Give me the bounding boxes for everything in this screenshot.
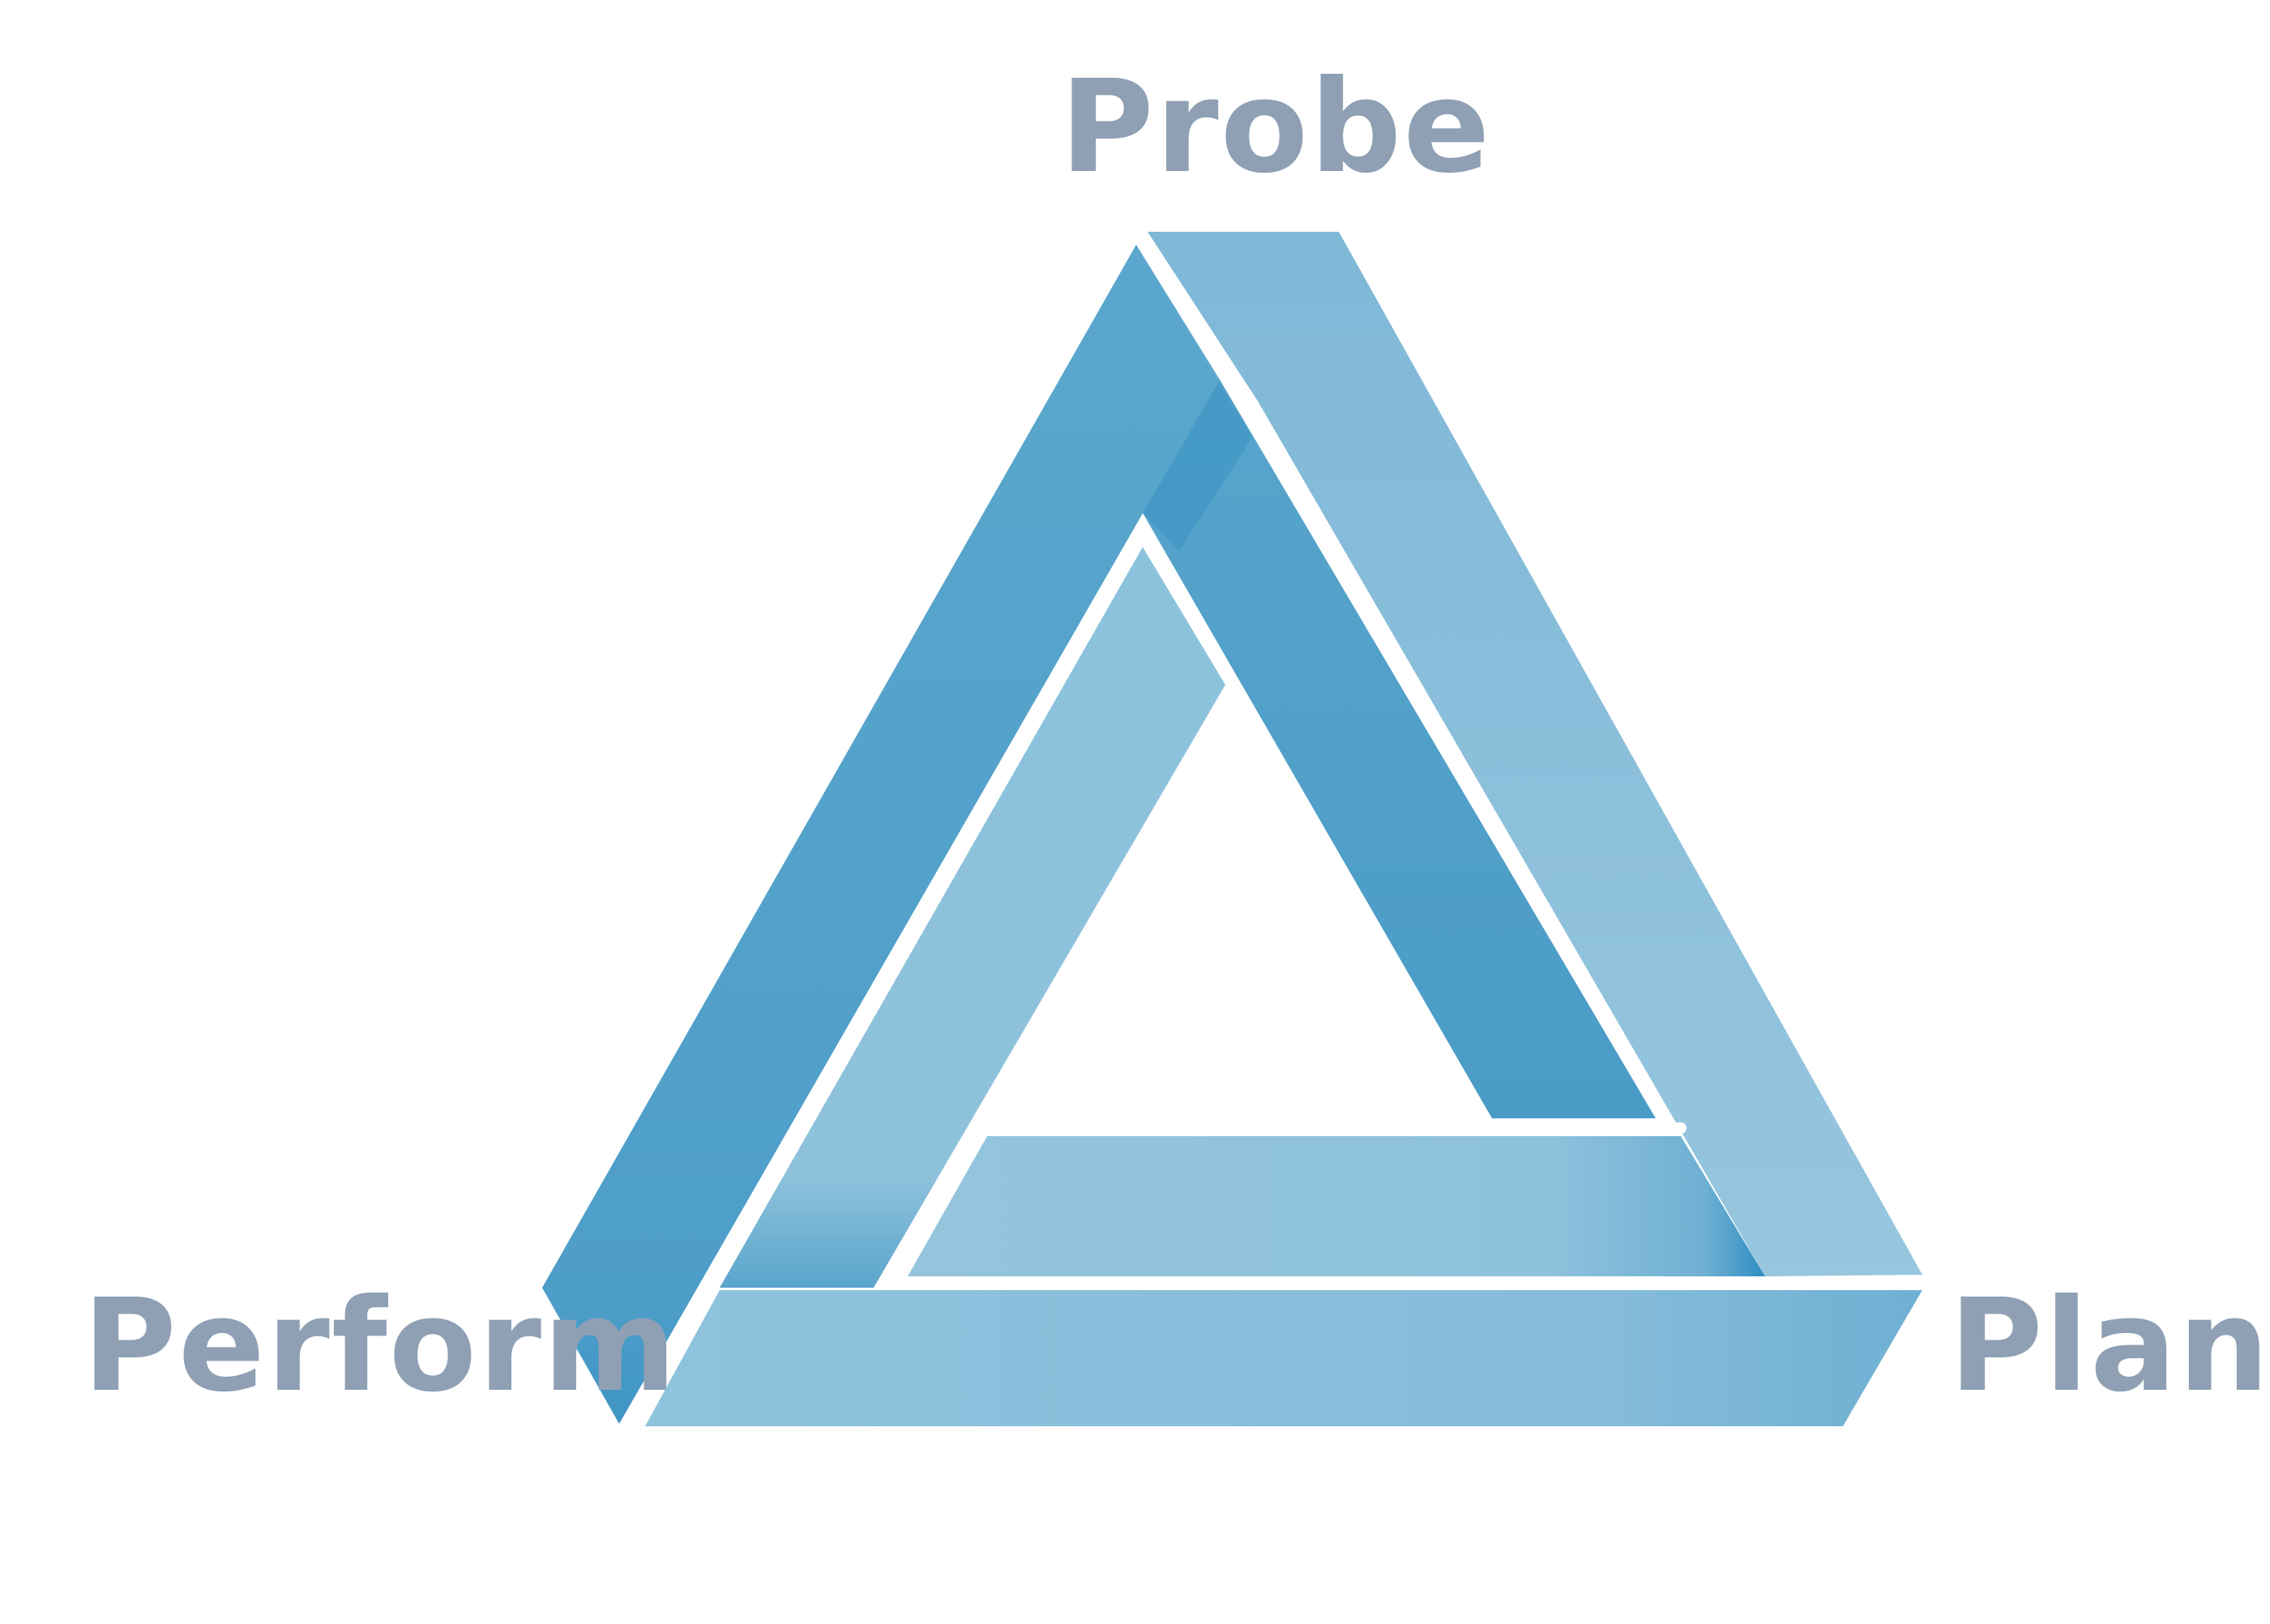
band-outer-left bbox=[542, 245, 1219, 1424]
label-probe: Probe bbox=[1060, 53, 1492, 202]
band-dark-fold-shadow bbox=[1143, 381, 1252, 551]
label-plan: Plan bbox=[1949, 1271, 2270, 1421]
band-separators bbox=[902, 1122, 1928, 1288]
band-dark-descending bbox=[1136, 245, 1656, 1118]
band-inner-middle bbox=[908, 1136, 1765, 1276]
band-bottom bbox=[645, 1290, 1922, 1426]
band-inner-left bbox=[720, 547, 1225, 1288]
label-perform: Perform bbox=[83, 1271, 678, 1421]
band-outer-right bbox=[1148, 232, 1922, 1276]
inner-hole bbox=[994, 685, 1491, 1118]
